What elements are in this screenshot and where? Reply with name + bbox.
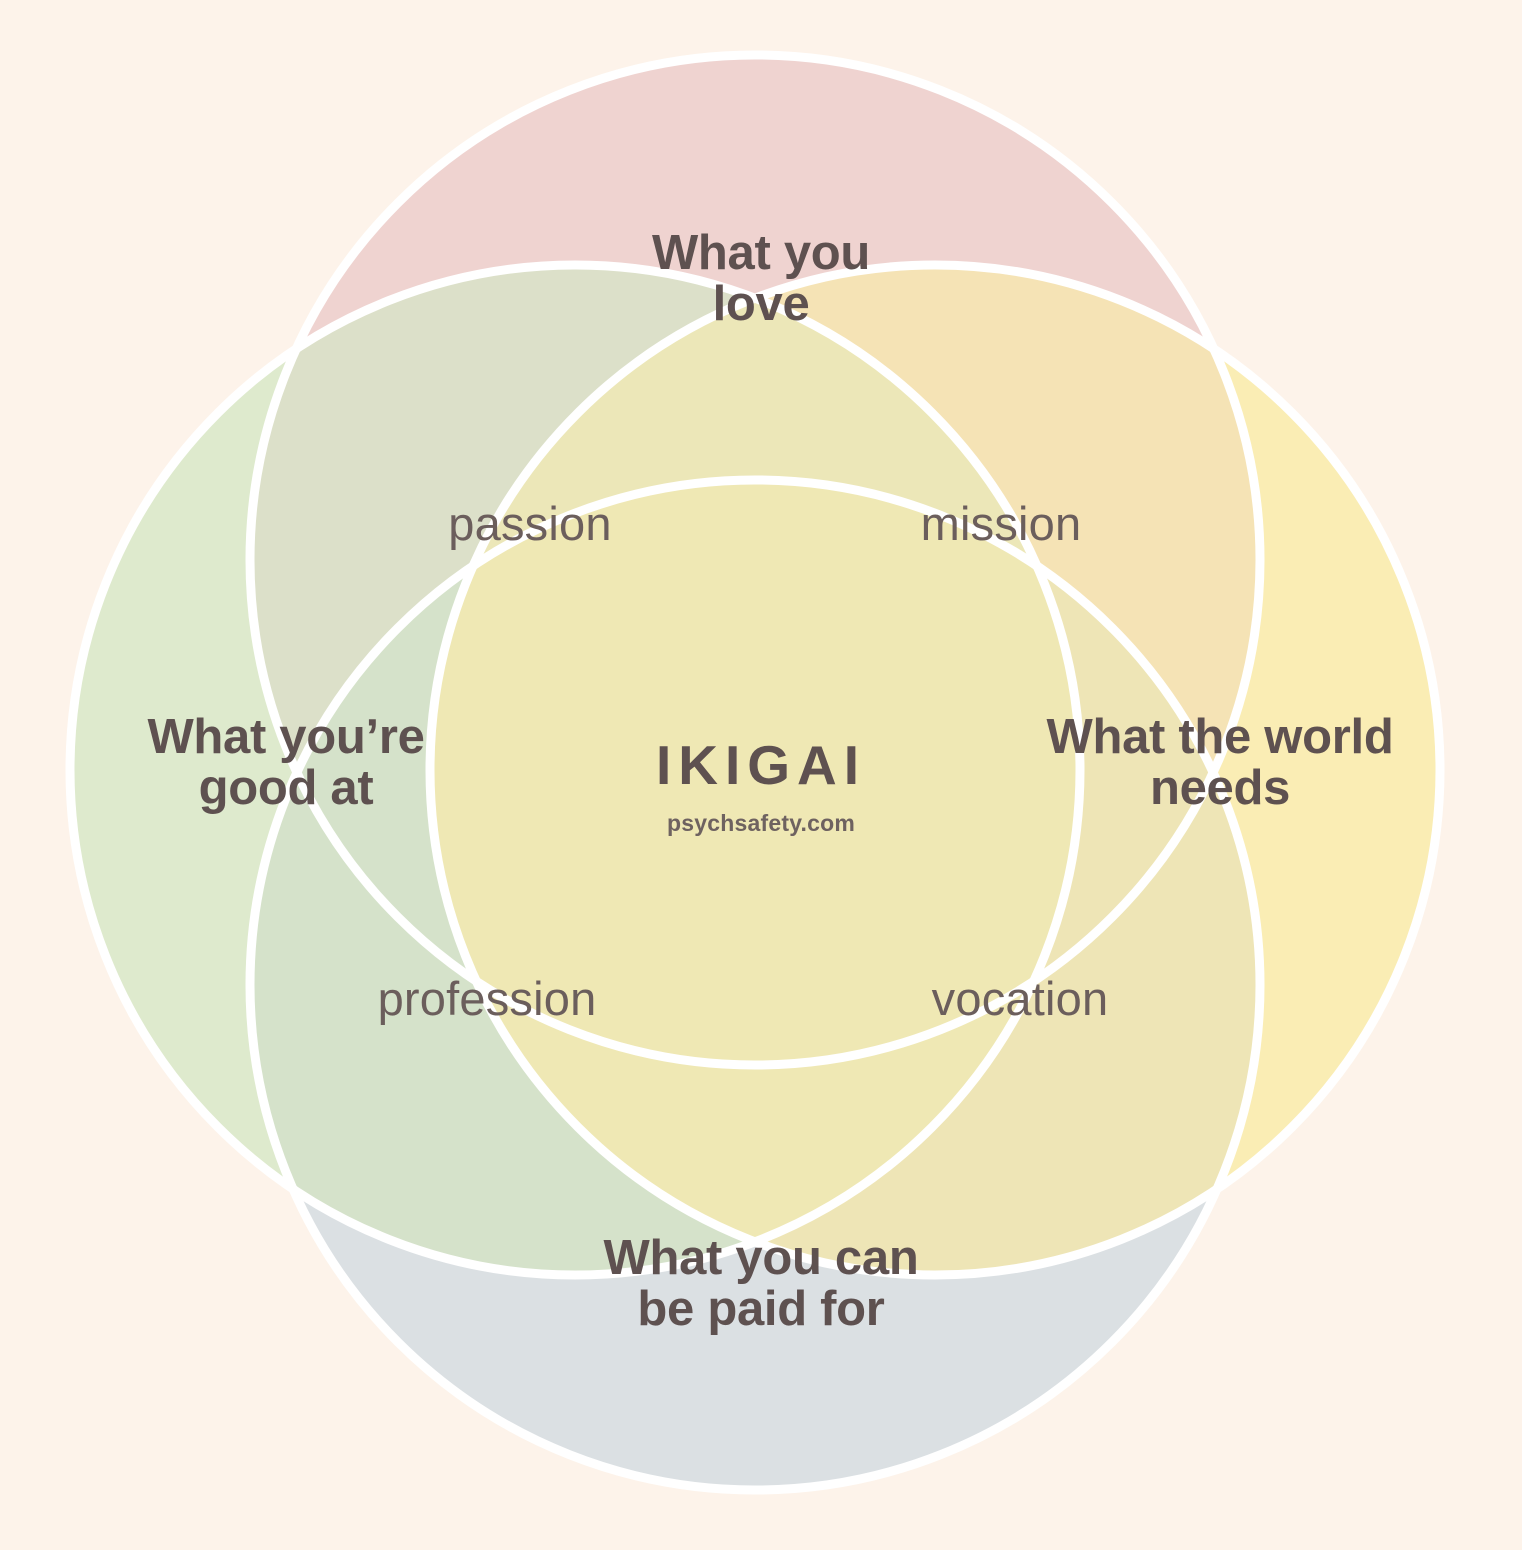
circle-label-love: What you love — [651, 226, 871, 331]
overlap-label-mission: mission — [920, 497, 1082, 550]
attribution-psychsafety: psychsafety.com — [667, 810, 855, 836]
overlap-label-profession: profession — [377, 972, 597, 1025]
circle-label-world-needs: What the world needs — [1046, 710, 1394, 815]
circle-label-good-at: What you’re good at — [147, 710, 425, 815]
overlap-label-vocation: vocation — [931, 972, 1109, 1025]
circle-label-paid-for: What you can be paid for — [603, 1231, 919, 1336]
overlap-label-passion: passion — [448, 497, 612, 550]
center-label-ikigai: IKIGAI — [655, 734, 867, 796]
